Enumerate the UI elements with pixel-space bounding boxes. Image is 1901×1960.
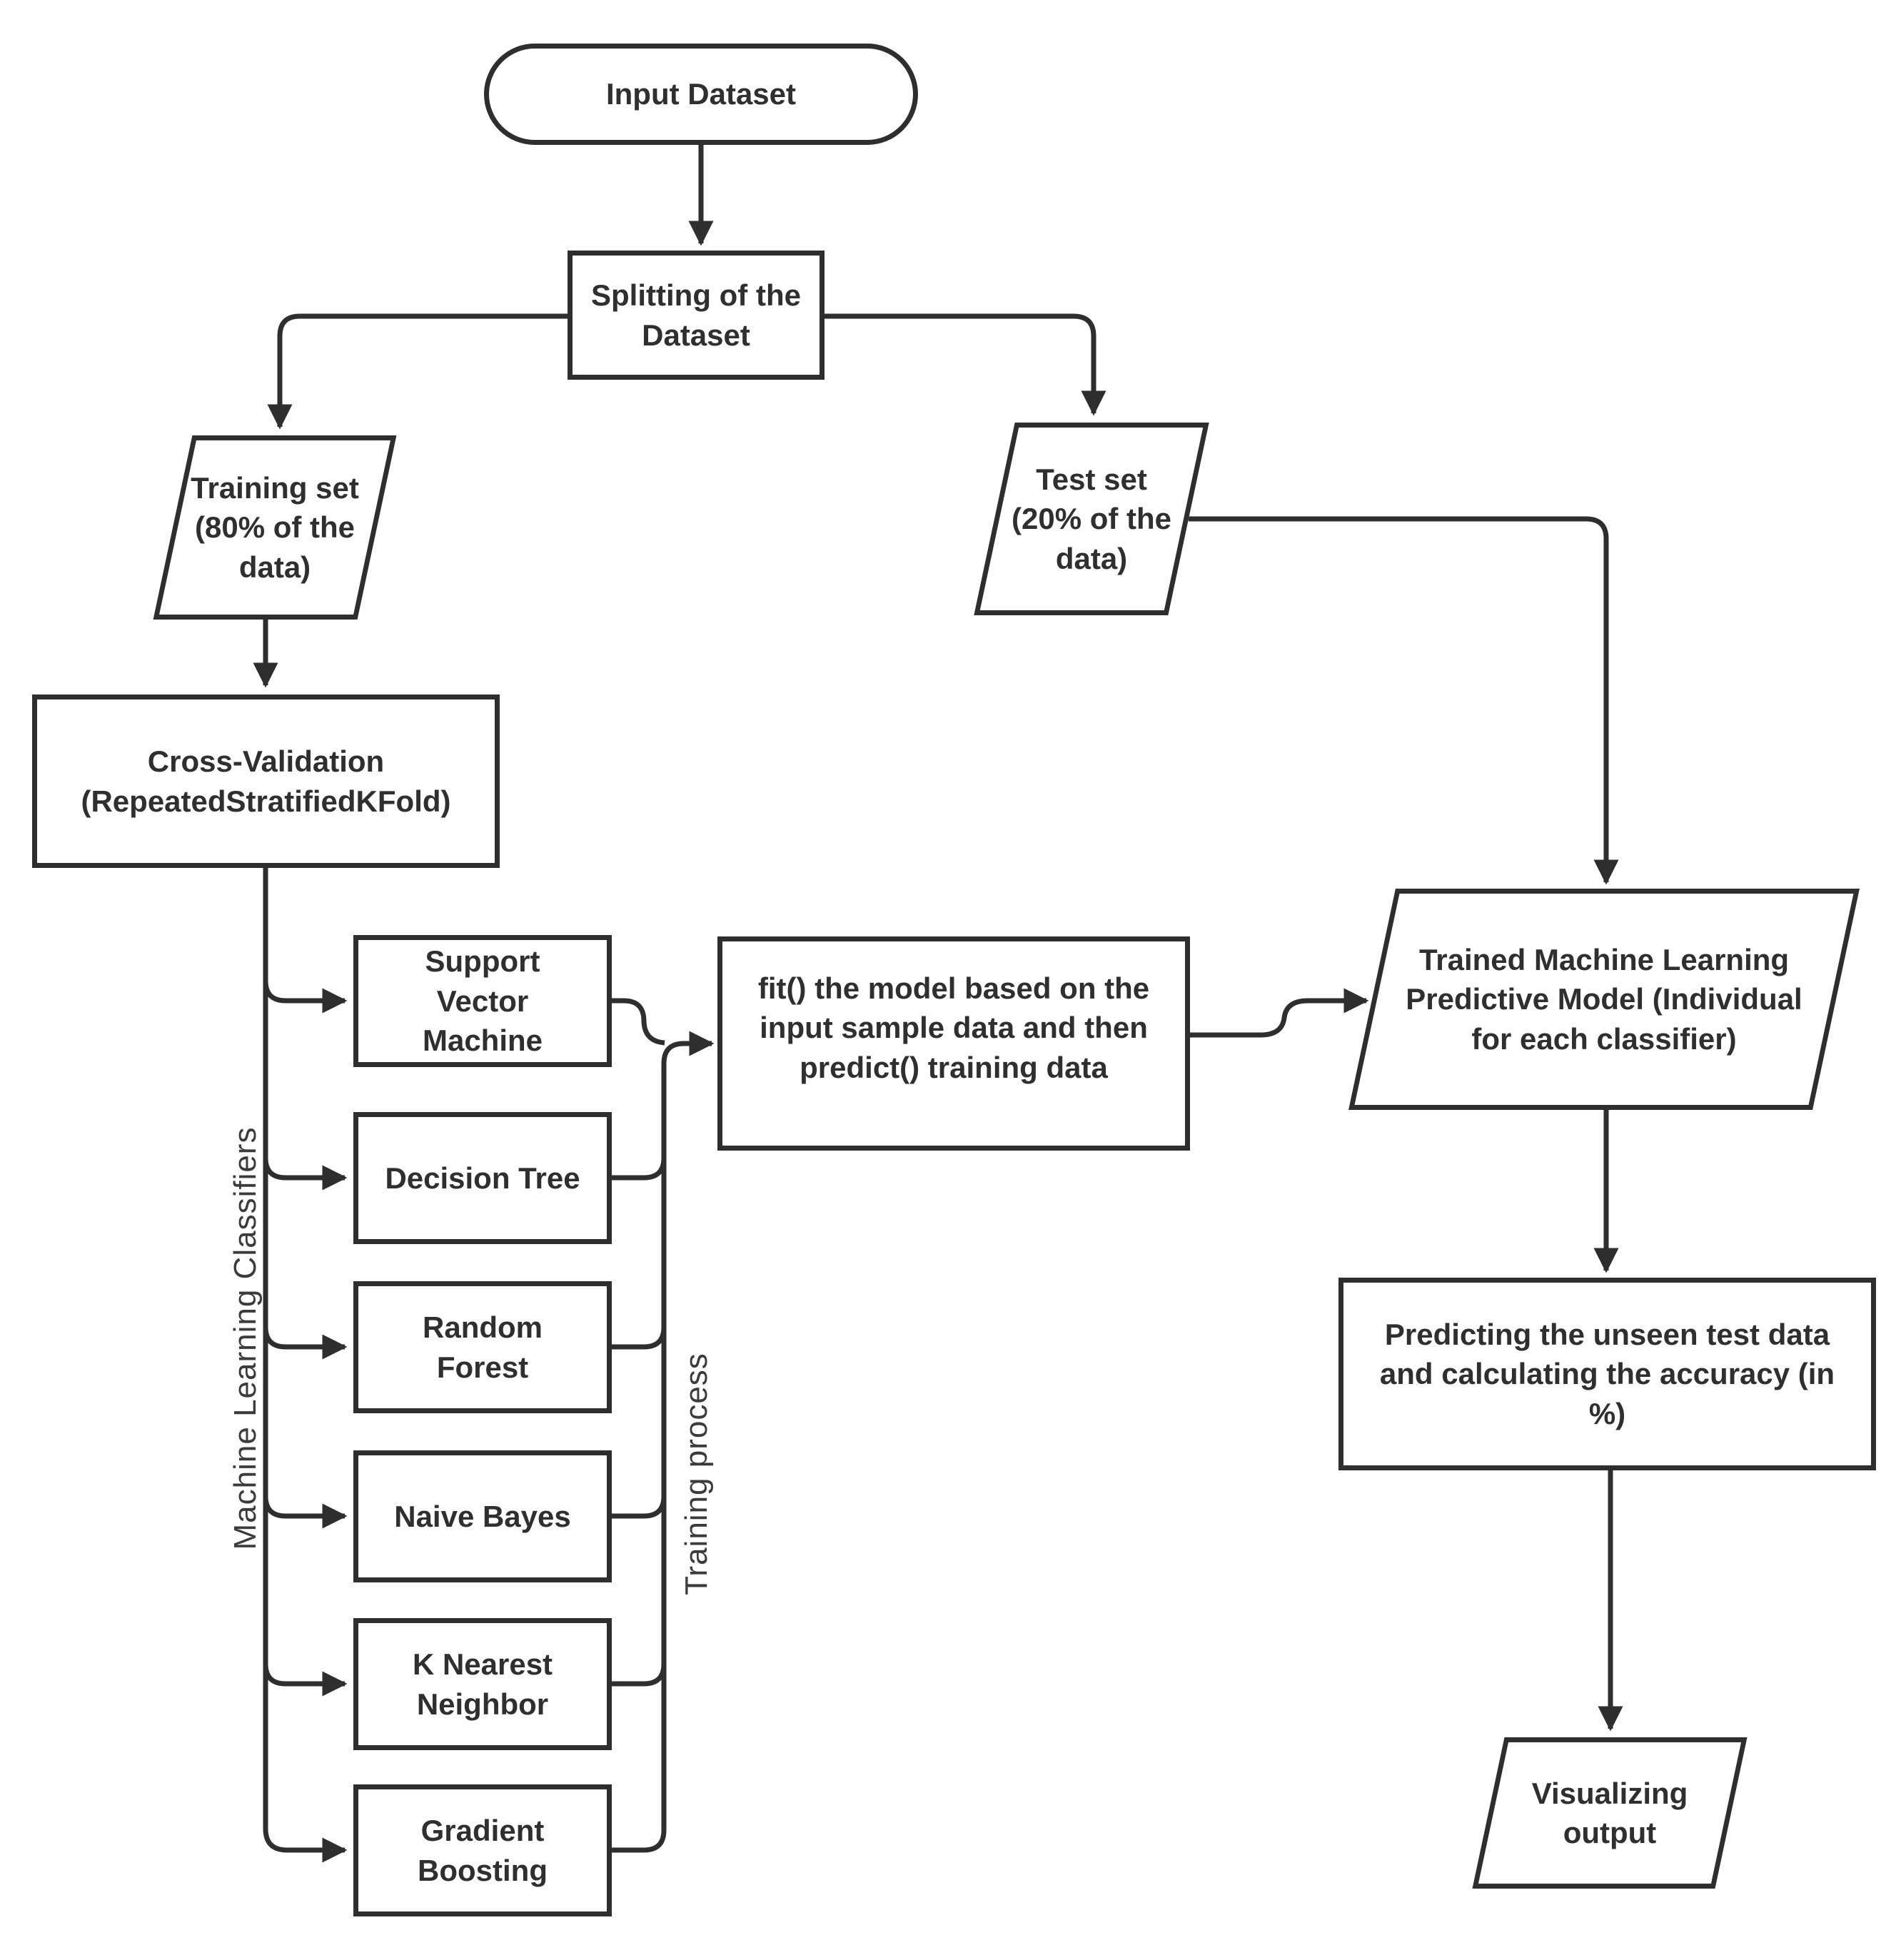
node-naive-bayes-label: Naive Bayes	[394, 1499, 571, 1533]
node-decision-tree-label: Decision Tree	[385, 1161, 580, 1195]
node-visualizing-output: Visualizing output	[1472, 1737, 1748, 1889]
node-input-dataset: Input Dataset	[484, 44, 918, 145]
edge-merge-decision-tree	[612, 1157, 667, 1181]
node-training-set: Training set (80% of the data)	[153, 435, 397, 620]
node-trained-model-label: Trained Machine Learning Predictive Mode…	[1406, 942, 1802, 1056]
edge-branch-svm	[263, 980, 348, 1014]
node-fit-predict-label: fit() the model based on the input sampl…	[757, 971, 1150, 1084]
edge-merge-knn	[612, 1663, 667, 1687]
group-label-training-process-text: Training process	[679, 1353, 714, 1595]
node-splitting-label: Splitting of the Dataset	[591, 278, 801, 352]
edge-fit-to-trained-model	[1190, 988, 1369, 1038]
node-fit-predict: fit() the model based on the input sampl…	[717, 936, 1190, 1151]
edge-branch-decision-tree	[263, 1157, 348, 1191]
node-random-forest: Random Forest	[353, 1281, 612, 1413]
edge-branch-naive-bayes	[263, 1495, 348, 1529]
edge-splitting-to-training	[267, 313, 568, 430]
node-test-set: Test set (20% of the data)	[974, 423, 1209, 615]
node-naive-bayes: Naive Bayes	[353, 1450, 612, 1582]
edge-merge-svm	[612, 998, 665, 1046]
node-cross-validation-label: Cross-Validation (RepeatedStratifiedKFol…	[81, 744, 451, 818]
node-decision-tree: Decision Tree	[353, 1112, 612, 1244]
node-input-dataset-label: Input Dataset	[605, 77, 797, 111]
node-splitting: Splitting of the Dataset	[568, 251, 825, 380]
node-random-forest-label: Random Forest	[423, 1310, 543, 1384]
edge-merge-naive-bayes	[612, 1495, 667, 1519]
node-cross-validation: Cross-Validation (RepeatedStratifiedKFol…	[32, 694, 500, 868]
edge-crossvalidation-trunk-to-gradient-boosting	[263, 868, 348, 1863]
node-predicting: Predicting the unseen test data and calc…	[1338, 1278, 1876, 1470]
edge-branch-knn	[263, 1663, 348, 1697]
node-gradient-boosting: Gradient Boosting	[353, 1784, 612, 1916]
node-support-vector-machine-label: Support Vector Machine	[422, 944, 543, 1058]
node-predicting-label: Predicting the unseen test data and calc…	[1379, 1317, 1835, 1430]
node-gradient-boosting-label: Gradient Boosting	[418, 1814, 548, 1887]
node-support-vector-machine: Support Vector Machine	[353, 935, 612, 1067]
group-label-machine-learning-classifiers-text: Machine Learning Classifiers	[228, 1126, 263, 1550]
node-test-set-label: Test set (20% of the data)	[1011, 462, 1172, 575]
node-k-nearest-neighbor-label: K Nearest Neighbor	[412, 1647, 553, 1721]
edge-test-to-trained-model	[1189, 516, 1619, 885]
edge-branch-random-forest	[263, 1326, 348, 1360]
node-k-nearest-neighbor: K Nearest Neighbor	[353, 1618, 612, 1750]
edge-splitting-to-test	[825, 313, 1106, 416]
node-trained-model: Trained Machine Learning Predictive Mode…	[1348, 889, 1860, 1110]
node-training-set-label: Training set (80% of the data)	[191, 470, 359, 584]
node-visualizing-output-label: Visualizing output	[1531, 1776, 1688, 1849]
edge-merge-random-forest	[612, 1326, 667, 1350]
edge-merge-gradient-boosting-to-fit	[612, 1031, 715, 1853]
